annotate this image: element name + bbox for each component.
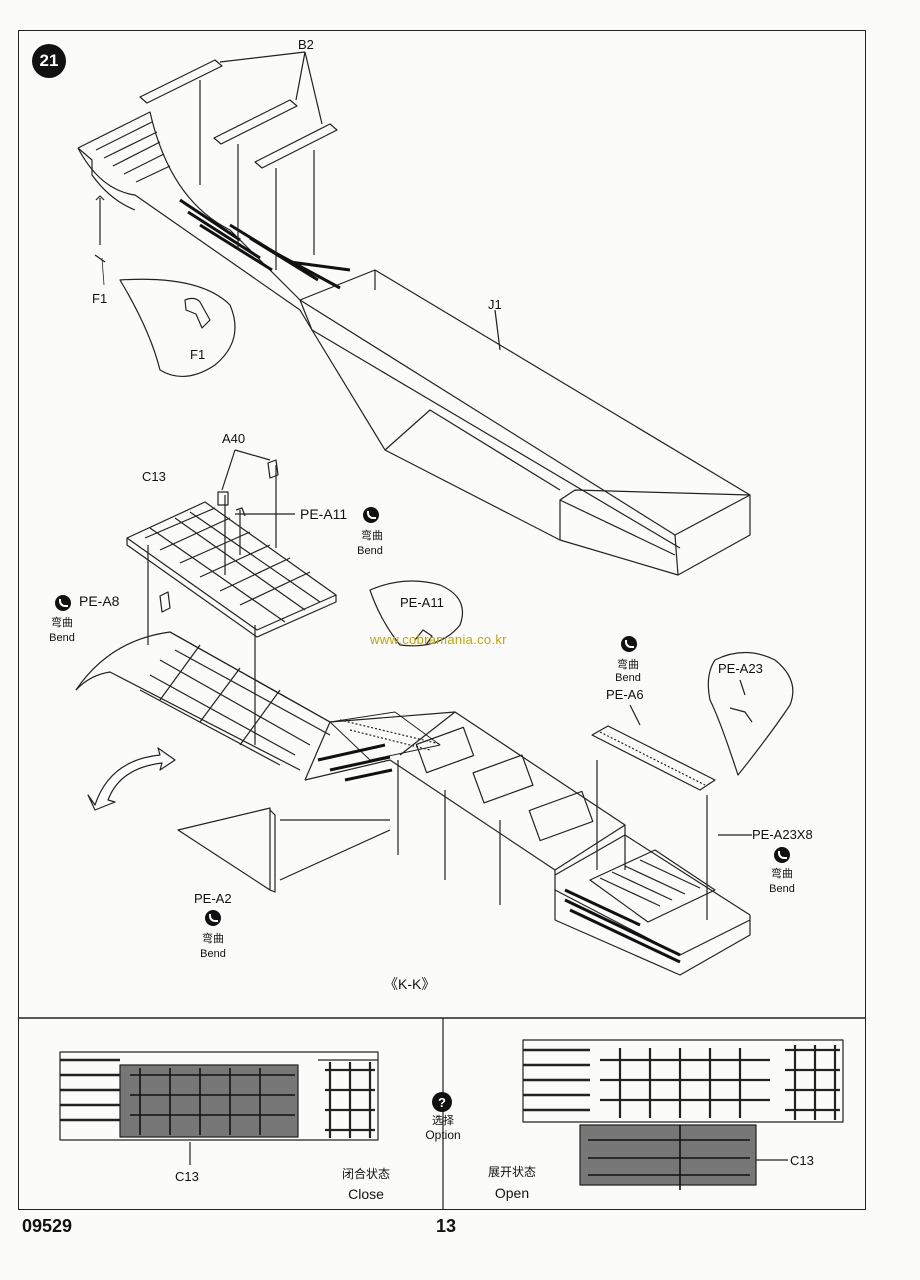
bend-icon [205, 910, 221, 926]
pe-a2-drawing [177, 807, 271, 891]
f1-callout-bubble [119, 278, 236, 377]
part-label-pe-a8: PE-A8 [79, 593, 120, 609]
c13-part-drawing [126, 465, 337, 745]
bend-icon [55, 595, 71, 611]
bend-text-en: Bend [357, 545, 383, 557]
state-close-en: Close [348, 1186, 384, 1202]
part-label-pe-a23x8: PE-A23X8 [752, 827, 813, 842]
bend-text-cn: 弯曲 [617, 659, 639, 671]
close-state-drawing [59, 1051, 379, 1165]
part-label-a40: A40 [222, 431, 246, 446]
part-label-c13-close: C13 [175, 1169, 199, 1184]
part-label-pe-a6: PE-A6 [606, 687, 644, 702]
part-label-c13-open: C13 [790, 1153, 814, 1168]
bend-text-en: Bend [615, 672, 641, 684]
option-label-en: Option [425, 1128, 461, 1142]
open-state-drawing [522, 1039, 844, 1190]
part-label-j1: J1 [488, 297, 502, 312]
page-number: 13 [436, 1216, 457, 1236]
pe-a23-callout-bubble [707, 651, 794, 776]
part-label-c13-top: C13 [142, 469, 166, 484]
part-label-pe-a11: PE-A11 [300, 506, 348, 522]
callout-label-f1: F1 [190, 347, 206, 362]
b2-parts-drawing [139, 51, 338, 270]
option-label-cn: 选择 [432, 1115, 454, 1127]
callout-label-pe-a11: PE-A11 [400, 595, 444, 610]
j1-body-drawing [77, 111, 751, 576]
bend-text-cn: 弯曲 [771, 868, 793, 880]
bend-icon [363, 507, 379, 523]
bend-text-en: Bend [200, 948, 226, 960]
rotate-arrow-drawing [87, 747, 176, 811]
bend-text-cn: 弯曲 [202, 933, 224, 945]
f1-part-drawing [94, 195, 106, 263]
bend-text-en: Bend [769, 883, 795, 895]
callout-label-pe-a23: PE-A23 [718, 661, 763, 676]
watermark: www.cobramania.co.kr [370, 632, 507, 647]
part-label-b2: B2 [298, 37, 314, 52]
bend-icon [774, 847, 790, 863]
state-open-cn: 展开状态 [487, 1165, 536, 1179]
part-label-pe-a2: PE-A2 [194, 891, 232, 906]
part-label-f1: F1 [92, 291, 108, 306]
bend-icon [621, 636, 637, 652]
product-code: 09529 [22, 1216, 73, 1236]
state-open-en: Open [494, 1185, 530, 1201]
section-label-kk: 《K-K》 [384, 976, 436, 992]
bend-text-en: Bend [49, 632, 75, 644]
question-icon: ? [432, 1092, 452, 1112]
pe-a11-callout-bubble [369, 580, 464, 647]
bend-text-cn: 弯曲 [361, 530, 383, 542]
pe-a6-drawing [591, 725, 716, 791]
state-close-cn: 闭合状态 [341, 1167, 390, 1181]
hull-drawing [75, 631, 751, 976]
page-frame [18, 30, 866, 1210]
step-number-badge: 21 [32, 44, 66, 78]
bend-text-cn: 弯曲 [51, 617, 73, 629]
